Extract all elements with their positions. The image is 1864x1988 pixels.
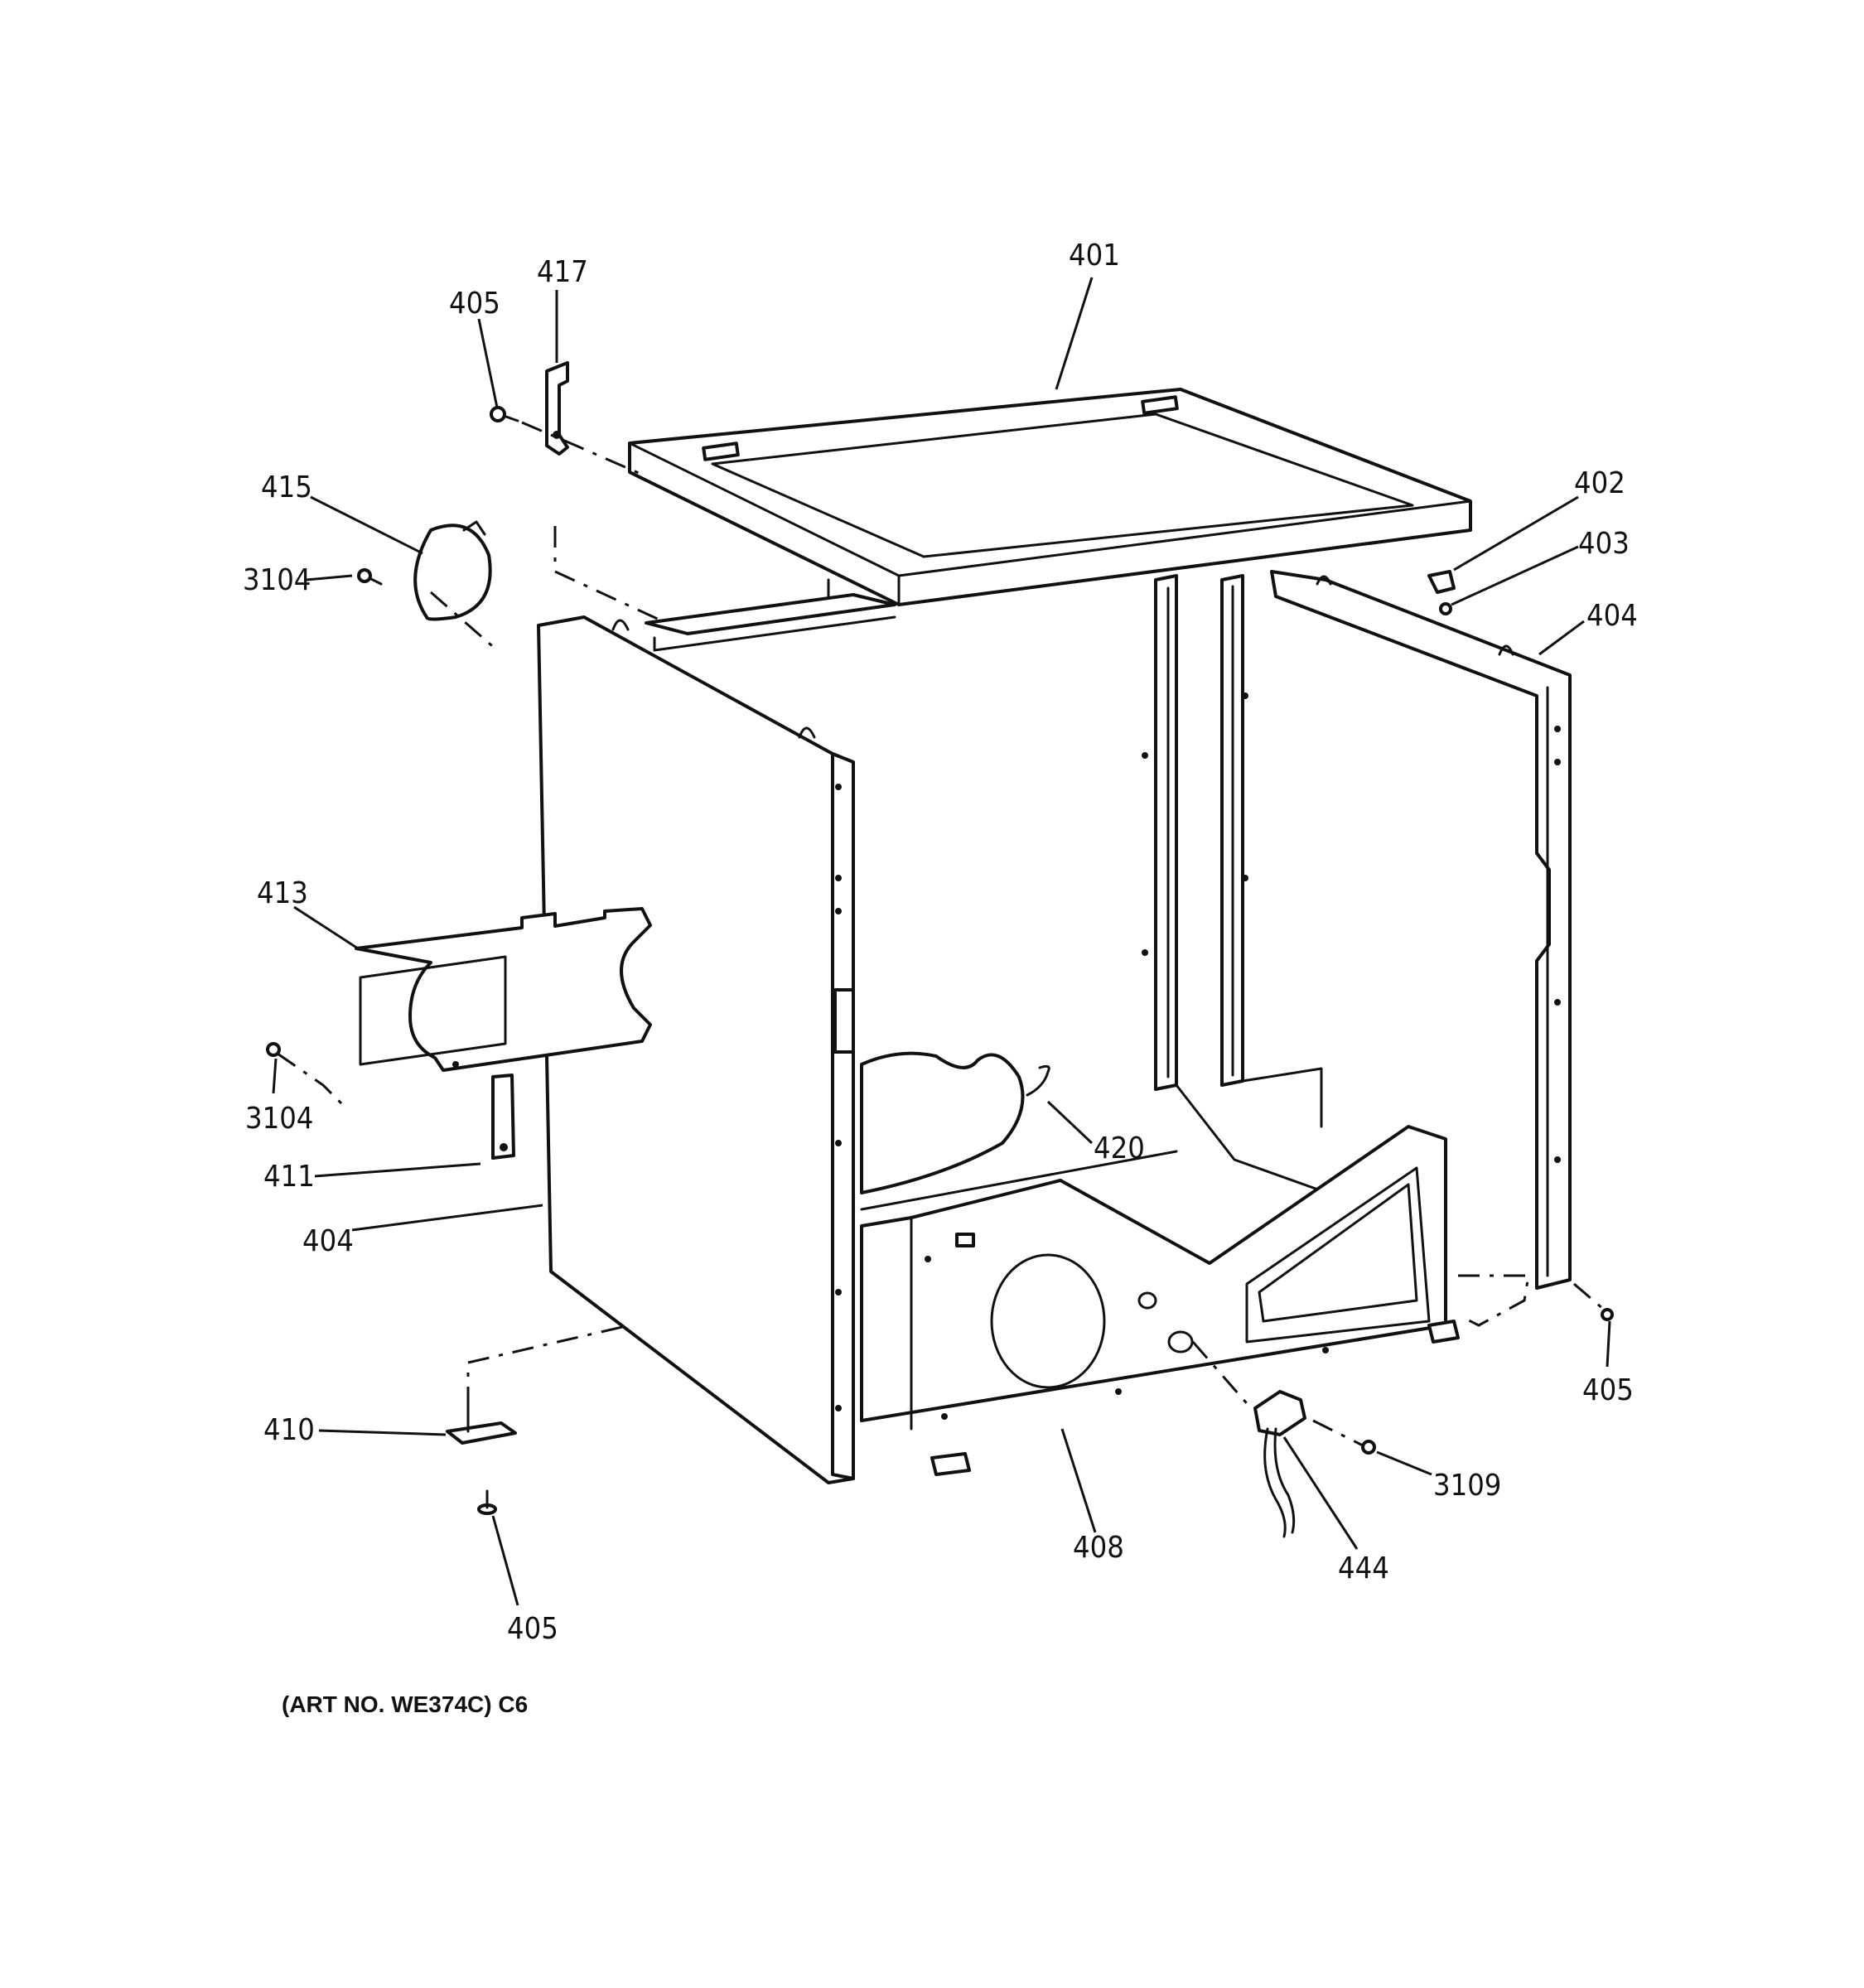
duct-opening (860, 1051, 1025, 1194)
part-411-bracket (491, 1074, 515, 1160)
part-3104-screw-top (357, 568, 383, 586)
callout-417: 417 (537, 255, 588, 289)
callout-404-left: 404 (302, 1224, 354, 1258)
part-417-bracket (545, 361, 569, 456)
callout-3109: 3109 (1433, 1469, 1501, 1503)
leader-lines (272, 277, 1611, 1606)
callout-408: 408 (1073, 1531, 1124, 1565)
part-405-screw-bottom (477, 1489, 497, 1515)
callout-401: 401 (1069, 239, 1120, 273)
part-444-cord (1253, 1390, 1306, 1538)
callout-labels: 401 417 405 415 3104 402 403 404 413 310… (243, 239, 1638, 1646)
right-side-panel (1270, 570, 1572, 1290)
part-410-foot (446, 1407, 517, 1445)
art-number-caption: (ART NO. WE374C) C6 (282, 1691, 529, 1717)
callout-405-top: 405 (449, 287, 500, 321)
part-413-panel (355, 907, 652, 1072)
part-3104-screw-bottom (266, 1042, 281, 1057)
callout-405-bottom: 405 (507, 1612, 558, 1646)
callout-3104-top: 3104 (243, 563, 311, 597)
rear-frame (860, 574, 1352, 1211)
callout-413: 413 (257, 876, 308, 910)
callout-405-right: 405 (1582, 1373, 1634, 1407)
base-bulkhead (860, 1125, 1460, 1476)
callout-411: 411 (263, 1160, 315, 1194)
left-side-panel (537, 615, 855, 1484)
assembly-lines (277, 421, 1604, 1447)
part-402-block (1427, 570, 1456, 594)
part-405-screw-top (490, 406, 519, 422)
part-3109-screw (1361, 1440, 1376, 1455)
part-420-clip (1026, 1064, 1050, 1097)
part-405-screw-right (1601, 1308, 1614, 1321)
part-415-cap (413, 520, 492, 621)
callout-410: 410 (263, 1413, 315, 1447)
top-cover (628, 388, 1472, 606)
callout-444: 444 (1338, 1551, 1389, 1585)
rear-top-rail (645, 593, 896, 652)
callout-404-right: 404 (1586, 599, 1638, 633)
callout-403: 403 (1578, 527, 1630, 561)
callout-420: 420 (1094, 1132, 1145, 1165)
callout-415: 415 (261, 470, 312, 504)
callout-3104-bottom: 3104 (245, 1102, 313, 1136)
callout-402: 402 (1574, 466, 1625, 500)
part-403-screw (1439, 602, 1452, 615)
